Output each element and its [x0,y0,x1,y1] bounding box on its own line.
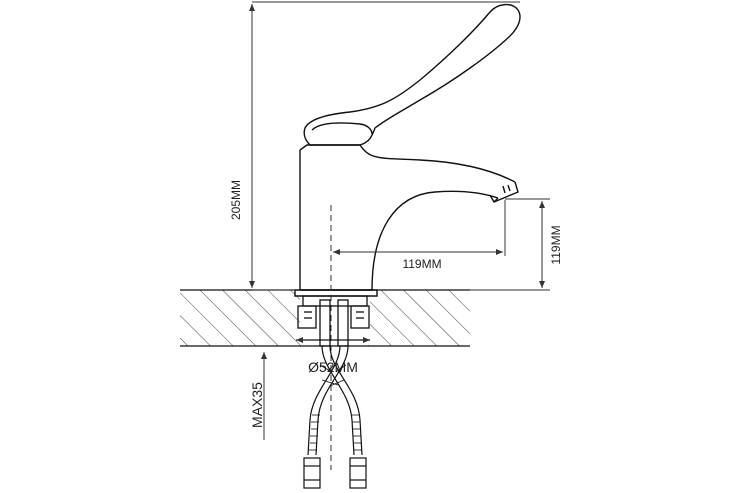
faucet-body [294,144,519,297]
dim-label-max-thickness: MAX35 [249,382,265,428]
mounting-nut [297,295,370,347]
dim-label-spout-reach: 119MM [402,257,441,271]
dim-height-total [249,1,520,291]
dim-spout-reach [333,200,506,256]
dim-spout-height [470,198,550,291]
lever-handle [303,3,521,146]
supply-hoses [303,345,367,489]
dim-label-spout-height: 119MM [549,225,563,264]
dim-label-height-total: 205MM [229,180,243,220]
countertop-section [180,289,470,347]
dim-label-base-diameter: Ø52MM [308,359,358,375]
